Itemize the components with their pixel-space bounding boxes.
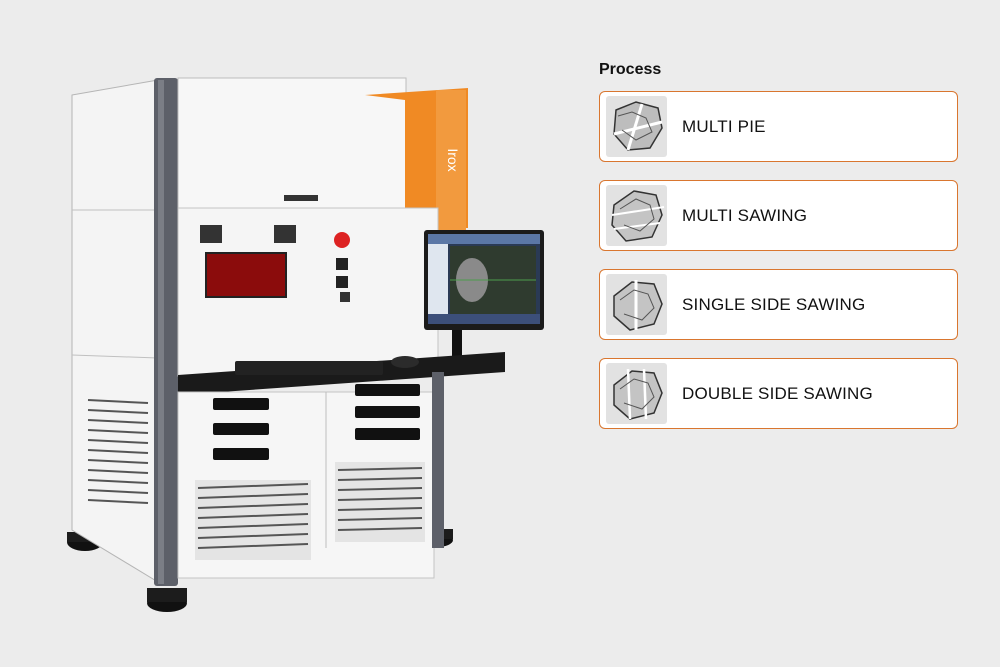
monitor [424, 230, 544, 370]
process-item-label: SINGLE SIDE SAWING [682, 295, 866, 314]
process-item-label: MULTI PIE [682, 117, 766, 136]
process-item-double-side-sawing[interactable]: DOUBLE SIDE SAWING [599, 358, 958, 429]
brand-logo: Irox [445, 148, 461, 171]
diamond-multi-pie-icon [606, 96, 667, 157]
process-list: MULTI PIE MULTI SAWING SINGLE SIDE SAWIN… [599, 91, 958, 447]
process-item-multi-sawing[interactable]: MULTI SAWING [599, 180, 958, 251]
diamond-single-side-sawing-icon [606, 274, 667, 335]
process-item-label: DOUBLE SIDE SAWING [682, 384, 873, 403]
process-item-multi-pie[interactable]: MULTI PIE [599, 91, 958, 162]
process-item-single-side-sawing[interactable]: SINGLE SIDE SAWING [599, 269, 958, 340]
process-item-label: MULTI SAWING [682, 206, 808, 225]
machine-photo: Irox [67, 77, 544, 612]
diamond-multi-sawing-icon [606, 185, 667, 246]
process-title: Process [599, 61, 662, 78]
diamond-double-side-sawing-icon [606, 363, 667, 424]
